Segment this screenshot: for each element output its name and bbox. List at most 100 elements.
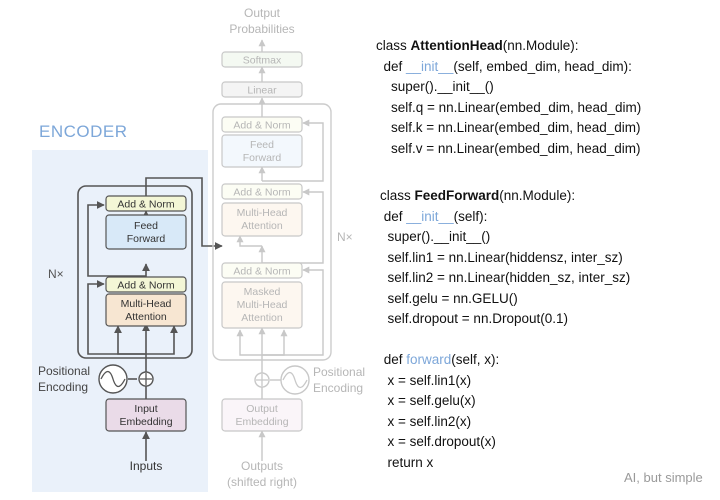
code-text: self.k = nn.Linear(embed_dim, head_dim): [376, 120, 641, 135]
decoder-positional-sine-icon: [280, 365, 310, 395]
svg-text:Add & Norm: Add & Norm: [233, 120, 290, 132]
outputs-label: Outputs: [241, 459, 283, 473]
code-line: [380, 330, 630, 351]
decoder-feed-forward: Feed Forward: [221, 134, 303, 168]
code-line: self.k = nn.Linear(embed_dim, head_dim): [376, 118, 641, 139]
svg-text:Forward: Forward: [127, 233, 166, 245]
code-text: self.q = nn.Linear(embed_dim, head_dim): [376, 99, 642, 115]
decoder-panel: [212, 103, 332, 361]
output-probabilities-label-2: Probabilities: [229, 22, 294, 36]
code-text: x = self.lin1(x): [380, 372, 472, 388]
code-line: self.dropout = nn.Dropout(0.1): [380, 309, 630, 330]
decoder-add-norm-bottom: Add & Norm: [221, 262, 303, 279]
inputs-label: Inputs: [130, 459, 163, 473]
code-text: return x: [380, 454, 434, 470]
code-line: super().__init__(): [376, 77, 641, 98]
svg-text:Embedding: Embedding: [235, 416, 288, 428]
code-line: self.q = nn.Linear(embed_dim, head_dim): [376, 98, 641, 119]
decoder-positional-label: Positional: [313, 365, 365, 379]
output-probabilities-label: Output: [244, 6, 281, 20]
code-text: def: [380, 208, 407, 224]
svg-text:Attention: Attention: [241, 220, 283, 232]
code-line: self.lin2 = nn.Linear(hidden_sz, inter_s…: [380, 268, 631, 289]
svg-text:Linear: Linear: [247, 85, 277, 97]
svg-text:Add & Norm: Add & Norm: [117, 199, 174, 211]
svg-text:Masked: Masked: [244, 286, 281, 298]
code-text: self.v = nn.Linear(embed_dim, head_dim): [376, 140, 641, 156]
encoder-multi-head-attention: Multi-Head Attention: [105, 293, 187, 327]
code-line: class FeedForward(nn.Module):: [380, 186, 630, 207]
code-line: self.gelu = nn.GELU(): [380, 289, 630, 310]
code-text: class: [376, 38, 411, 53]
feed-forward-code: class FeedForward(nn.Module): def __init…: [380, 186, 630, 473]
code-line: return x: [380, 453, 630, 474]
encoder-positional-sine-icon: [98, 364, 128, 394]
watermark: AI, but simple: [624, 470, 703, 485]
code-text: x = self.gelu(x): [380, 393, 476, 408]
svg-text:Multi-Head: Multi-Head: [237, 207, 288, 219]
code-line: x = self.dropout(x): [380, 432, 630, 453]
decoder-encoding-label: Encoding: [313, 381, 363, 395]
attention-head-code: class AttentionHead(nn.Module): def __in…: [376, 36, 641, 159]
code-method-name: forward: [406, 352, 452, 367]
svg-text:Feed: Feed: [250, 139, 274, 151]
encoder-layer-frame: [77, 185, 193, 359]
input-embedding: Input Embedding: [105, 398, 187, 432]
code-line: def __init__(self):: [380, 207, 630, 228]
output-embedding: Output Embedding: [221, 398, 303, 432]
svg-text:Multi-Head: Multi-Head: [121, 298, 172, 310]
encoder-add-icon: [138, 371, 154, 387]
code-text: self.lin2 = nn.Linear(hidden_sz, inter_s…: [380, 270, 631, 285]
code-text: class: [380, 188, 415, 203]
code-text: def: [376, 58, 407, 74]
encoder-feed-forward: Feed Forward: [105, 214, 187, 250]
svg-text:Softmax: Softmax: [243, 55, 282, 67]
code-text: (self, embed_dim, head_dim):: [453, 58, 632, 74]
svg-text:Add & Norm: Add & Norm: [117, 280, 174, 292]
svg-text:Add & Norm: Add & Norm: [233, 187, 290, 199]
code-line: self.lin1 = nn.Linear(hiddensz, inter_sz…: [380, 248, 630, 269]
outputs-shifted-label: (shifted right): [227, 475, 297, 489]
encoder-title: ENCODER: [39, 122, 128, 141]
svg-text:Add & Norm: Add & Norm: [233, 266, 290, 278]
decoder-softmax: Softmax: [221, 51, 303, 68]
code-text: x = self.lin2(x): [380, 413, 472, 429]
code-text: (nn.Module):: [499, 188, 576, 203]
encoder-add-norm-top: Add & Norm: [105, 195, 187, 212]
code-line: def forward(self, x):: [380, 350, 630, 371]
svg-text:Forward: Forward: [243, 152, 282, 164]
code-text: x = self.dropout(x): [380, 434, 496, 449]
code-text: self.lin1 = nn.Linear(hiddensz, inter_sz…: [380, 249, 623, 265]
decoder-add-icon: [254, 372, 270, 388]
svg-text:Feed: Feed: [134, 220, 158, 232]
svg-text:Embedding: Embedding: [119, 416, 172, 428]
svg-text:Attention: Attention: [241, 312, 283, 324]
code-class-name: FeedForward: [414, 188, 500, 203]
transformer-diagram: ENCODER N× Add & Norm Feed Forward Add &…: [32, 6, 365, 492]
encoder-n-times: N×: [48, 267, 64, 281]
encoder-encoding-label: Encoding: [38, 380, 88, 394]
code-line: self.v = nn.Linear(embed_dim, head_dim): [376, 139, 641, 160]
code-text: self.dropout = nn.Dropout(0.1): [380, 311, 569, 326]
svg-text:Multi-Head: Multi-Head: [237, 299, 288, 311]
decoder-add-norm-middle: Add & Norm: [221, 183, 303, 200]
code-line: x = self.lin1(x): [380, 371, 630, 392]
decoder-add-norm-top: Add & Norm: [221, 116, 303, 133]
code-text: (self):: [453, 208, 488, 224]
encoder-positional-label: Positional: [38, 364, 90, 378]
code-line: x = self.gelu(x): [380, 391, 630, 412]
svg-text:Input: Input: [134, 403, 157, 415]
code-text: (self, x):: [451, 352, 500, 367]
code-method-name: __init__: [406, 208, 454, 224]
code-method-name: __init__: [406, 58, 454, 74]
svg-text:Output: Output: [246, 403, 278, 415]
decoder-n-times: N×: [337, 230, 353, 244]
code-text: self.gelu = nn.GELU(): [380, 290, 518, 306]
decoder-multi-head-attention: Multi-Head Attention: [221, 202, 303, 237]
decoder-masked-multi-head-attention: Masked Multi-Head Attention: [221, 281, 303, 329]
code-text: (nn.Module):: [502, 38, 579, 53]
code-text: super().__init__(): [380, 229, 491, 244]
code-line: class AttentionHead(nn.Module):: [376, 36, 641, 57]
code-line: def __init__(self, embed_dim, head_dim):: [376, 57, 641, 78]
code-line: x = self.lin2(x): [380, 412, 630, 433]
